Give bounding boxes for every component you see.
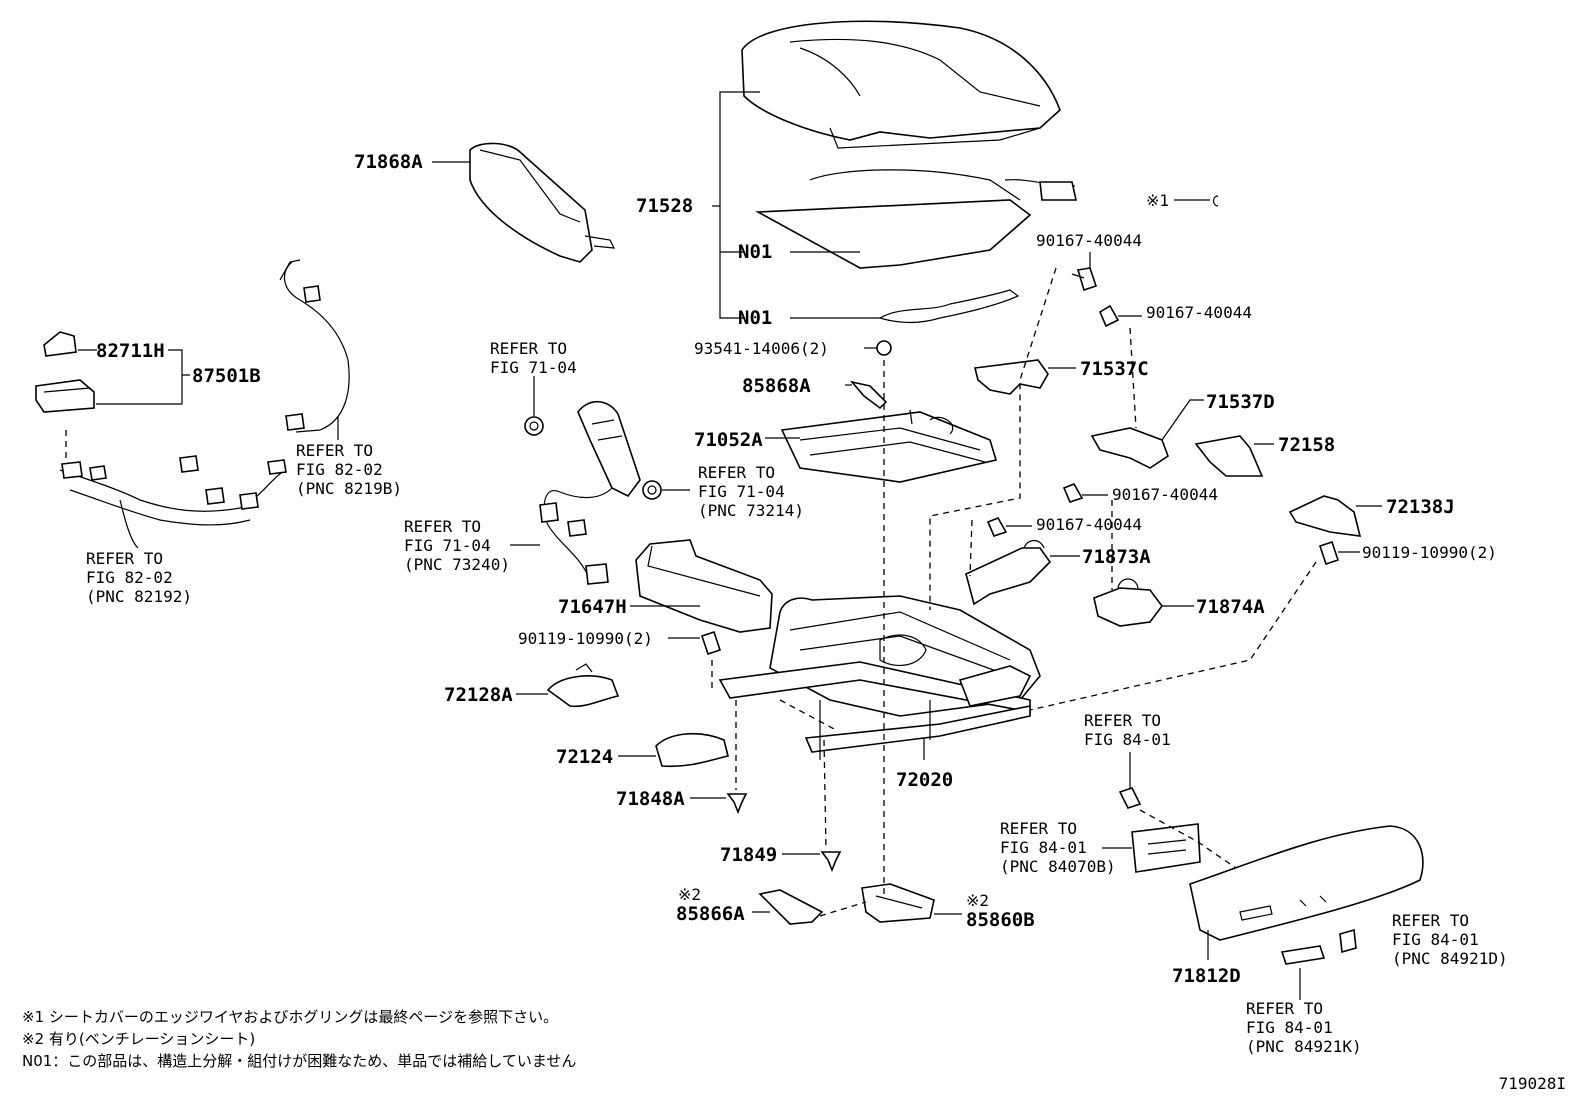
ventilation-duct-85866A — [758, 889, 824, 925]
label-90119-right: 90119-10990(2) — [1362, 543, 1497, 562]
label-71868A: 71868A — [354, 151, 423, 173]
cover-72138J — [1288, 495, 1362, 537]
bolt-icon — [1098, 304, 1120, 328]
clip-icon — [876, 340, 892, 356]
motor-71874A — [1093, 578, 1163, 627]
label-85868A: 85868A — [742, 375, 811, 397]
refer-labels: REFER TO FIG 71-04 REFER TO FIG 82-02 (P… — [86, 339, 1508, 1056]
bolt-icon — [1071, 267, 1098, 292]
clip-71849 — [820, 851, 842, 873]
label-82711H: 82711H — [96, 340, 165, 362]
label-71848A: 71848A — [616, 788, 685, 810]
switch-knob-84921D — [1339, 928, 1357, 954]
label-N01-wire: N01 — [738, 307, 772, 329]
label-mark2-right: ※2 — [966, 891, 989, 910]
label-72020: 72020 — [896, 769, 953, 791]
part-labels: 71868A 71528 N01 N01 ※1 90167-40044 9016… — [96, 151, 1497, 987]
clip-71848A — [726, 793, 748, 815]
label-71537D: 71537D — [1206, 391, 1275, 413]
label-72158: 72158 — [1278, 434, 1335, 456]
label-72138J: 72138J — [1386, 496, 1455, 518]
switch-knob-84921K — [1280, 945, 1326, 965]
label-71849: 71849 — [720, 844, 777, 866]
label-71873A: 71873A — [1082, 546, 1151, 568]
label-90167-d: 90167-40044 — [1036, 515, 1142, 534]
seat-power-switch — [1131, 823, 1201, 873]
seat-adjuster-frame — [718, 595, 1041, 760]
refer-fig-82-02-pnc-8219B: REFER TO FIG 82-02 (PNC 8219B) — [296, 441, 402, 498]
refer-fig-84-01-bolt: REFER TO FIG 84-01 — [1084, 711, 1171, 749]
label-71528: 71528 — [636, 195, 693, 217]
cushion-extension — [635, 539, 773, 633]
label-71647H: 71647H — [558, 596, 627, 618]
label-mark2-left: ※2 — [678, 885, 701, 904]
refer-fig-84-01-pnc-84921K: REFER TO FIG 84-01 (PNC 84921K) — [1246, 999, 1362, 1056]
label-71537C: 71537C — [1080, 358, 1149, 380]
bolt-icon — [1062, 482, 1084, 503]
label-90167-c: 90167-40044 — [1112, 485, 1218, 504]
label-72128A: 72128A — [444, 684, 513, 706]
refer-fig-71-04-pnc-73214: REFER TO FIG 71-04 (PNC 73214) — [698, 463, 804, 520]
seat-belt-buckle — [539, 400, 641, 585]
cover-72128A — [546, 663, 620, 708]
refer-fig-82-02-pnc-82192: REFER TO FIG 82-02 (PNC 82192) — [86, 549, 192, 606]
bolt-icon — [1318, 540, 1340, 566]
label-note1-mark: ※1 — [1146, 191, 1169, 210]
bolt-icon — [986, 516, 1008, 537]
refer-fig-84-01-pnc-84921D: REFER TO FIG 84-01 (PNC 84921D) — [1392, 911, 1508, 968]
label-90167-a: 90167-40044 — [1036, 231, 1142, 250]
edge-wire — [878, 289, 1020, 324]
label-93541: 93541-14006(2) — [694, 339, 829, 358]
figure-number: 719028I — [1498, 1074, 1566, 1093]
refer-fig-71-04-pnc-73240: REFER TO FIG 71-04 (PNC 73240) — [404, 517, 510, 574]
seat-side-cover — [1189, 825, 1424, 941]
nut-icon — [524, 416, 544, 436]
label-85866A: 85866A — [676, 903, 745, 925]
label-90119-left: 90119-10990(2) — [518, 629, 653, 648]
label-71874A: 71874A — [1196, 596, 1265, 618]
label-71812D: 71812D — [1172, 965, 1241, 987]
wire-harness — [59, 455, 287, 549]
footnotes: ※1 シートカバーのエッジワイヤおよびホグリングは最終ページを参照下さい。 ※2… — [22, 1006, 576, 1072]
seat-control-module — [35, 331, 95, 413]
bracket-71537C — [974, 359, 1049, 395]
label-72124: 72124 — [556, 746, 613, 768]
sensor-harness — [279, 259, 350, 433]
refer-fig-84-01-pnc-84070B: REFER TO FIG 84-01 (PNC 84070B) — [1000, 819, 1116, 876]
label-87501B: 87501B — [192, 365, 261, 387]
ventilation-clip — [849, 380, 888, 410]
cushion-pad — [755, 169, 1077, 269]
label-71052A: 71052A — [694, 429, 763, 451]
label-85860B: 85860B — [966, 909, 1035, 931]
refer-fig-71-04-top: REFER TO FIG 71-04 — [490, 339, 577, 377]
bolt-icon — [1118, 787, 1142, 809]
ventilation-blower-mat — [780, 409, 998, 483]
label-N01-pad: N01 — [738, 241, 772, 263]
seat-cushion-cover — [741, 20, 1061, 149]
bolt-icon — [700, 630, 722, 656]
bracket-71537D — [1090, 399, 1204, 469]
cover-72158 — [1194, 435, 1264, 477]
side-shield-cover — [469, 142, 616, 263]
footnote-n01: N01：この部品は、構造上分解・組付けが困難なため、単品では補給していません — [22, 1052, 577, 1070]
footnote-1: ※1 シートカバーのエッジワイヤおよびホグリングは最終ページを参照下さい。 — [22, 1008, 559, 1026]
bracket-71873A — [965, 539, 1052, 606]
footnote-2: ※2 有り(ベンチレーションシート) — [22, 1030, 256, 1048]
nut-icon — [642, 480, 662, 500]
ventilation-fan-85860B — [861, 883, 935, 923]
label-90167-b: 90167-40044 — [1146, 303, 1252, 322]
cover-72124 — [655, 732, 729, 768]
